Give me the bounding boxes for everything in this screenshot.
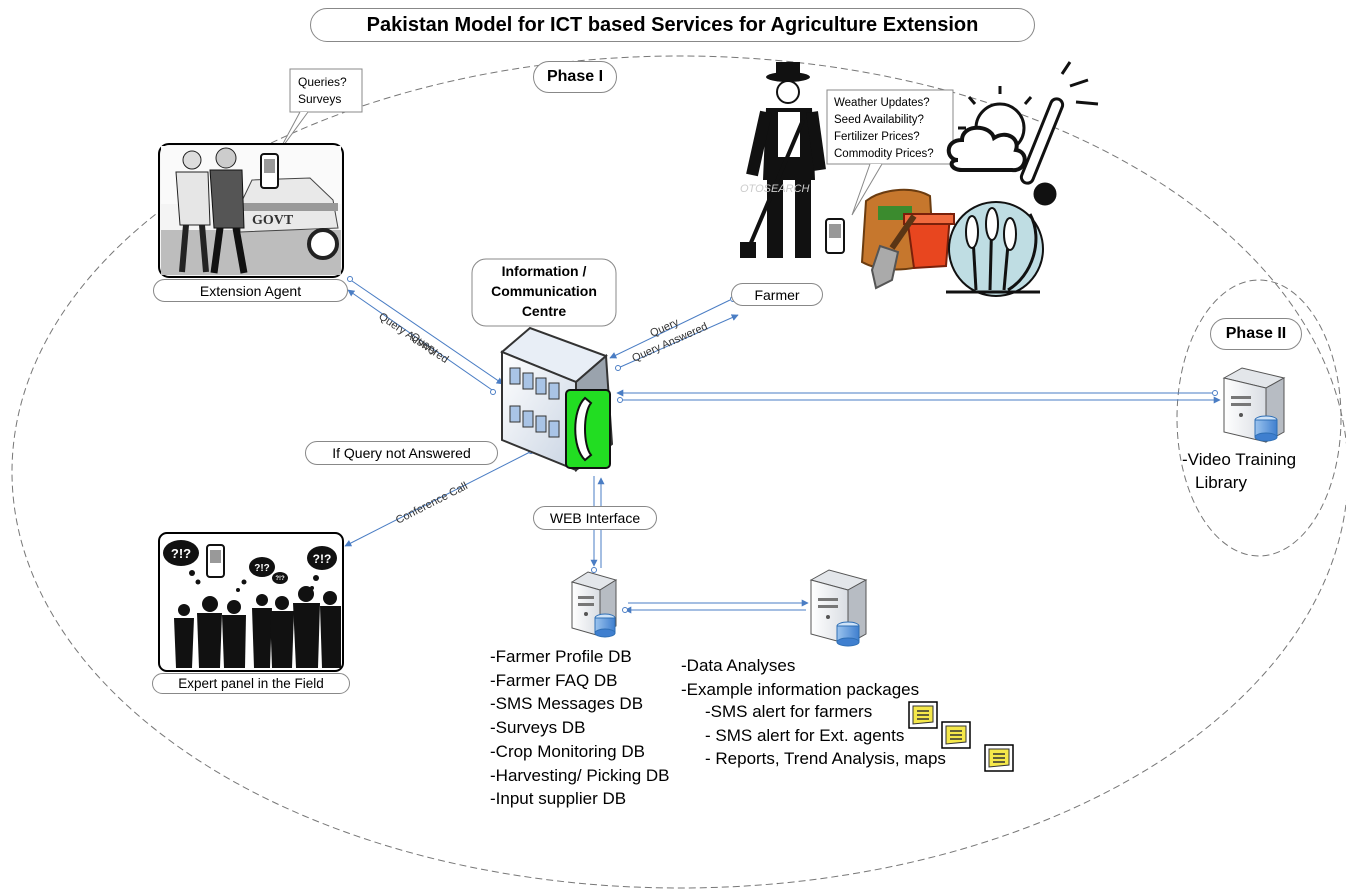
- diagram-title: Pakistan Model for ICT based Services fo…: [310, 8, 1035, 42]
- database-server-icon: [570, 571, 618, 638]
- expert-bubble-4: ?!?: [275, 576, 285, 582]
- seed-question: Seed Availability?: [834, 114, 924, 126]
- phase-1-boundary: [11, 55, 1346, 889]
- package-sms-agents: - SMS alert for Ext. agents: [705, 726, 905, 745]
- centre-label-line-3: Centre: [522, 303, 567, 319]
- package-sms-farmers: -SMS alert for farmers: [705, 702, 873, 721]
- seed-and-fertilizer-icon: [860, 188, 955, 290]
- phase-1-label: Phase I: [533, 61, 617, 93]
- expert-bubble-3: ?!?: [313, 552, 332, 566]
- connector-centre-video-library: [616, 389, 1221, 404]
- fertilizer-question: Fertilizer Prices?: [834, 131, 920, 143]
- expert-panel-image: ?!? ?!? ?!? ?!?: [158, 532, 344, 672]
- farmer-label: Farmer: [731, 283, 823, 306]
- web-interface-label: WEB Interface: [533, 506, 657, 530]
- expert-bubble-1: ?!?: [171, 546, 191, 561]
- communication-centre-building: [500, 326, 614, 472]
- queries-text: Queries?: [298, 75, 347, 89]
- database-list: -Farmer Profile DB -Farmer FAQ DB -SMS M…: [490, 645, 670, 811]
- video-library-line-1: -Video Training: [1182, 450, 1297, 469]
- video-library-line-2: Library: [1195, 473, 1247, 492]
- govt-sign: GOVT: [252, 213, 294, 228]
- db-item-farmer-faq: -Farmer FAQ DB: [490, 670, 618, 690]
- centre-label-line-2: Communication: [491, 283, 597, 299]
- weather-question: Weather Updates?: [834, 97, 930, 109]
- expert-bubble-2: ?!?: [254, 563, 270, 574]
- watermark-text: OTOSEARCH: [740, 183, 810, 195]
- wheat-icon: [946, 201, 1044, 297]
- analysis-item-data-analyses: -Data Analyses: [681, 656, 796, 675]
- label-conference-call: Conference Call: [394, 480, 470, 527]
- db-item-input-supplier: -Input supplier DB: [490, 789, 627, 809]
- commodity-question: Commodity Prices?: [834, 148, 934, 160]
- connector-agent-centre: [347, 276, 504, 395]
- sms-note-icon-agents: [941, 721, 971, 749]
- db-item-farmer-profile: -Farmer Profile DB: [490, 647, 632, 666]
- connector-database-analysis: [622, 599, 809, 614]
- if-query-not-answered-label: If Query not Answered: [305, 441, 498, 465]
- sms-note-icon-reports: [984, 744, 1014, 772]
- db-item-sms-messages: -SMS Messages DB: [490, 694, 644, 714]
- weather-icon: [946, 61, 1099, 206]
- analysis-server-icon: [809, 569, 868, 647]
- label-agent-query-answered: Query Answered: [376, 311, 450, 366]
- video-library-server-icon: [1222, 367, 1286, 443]
- db-item-harvesting: -Harvesting/ Picking DB: [490, 765, 670, 785]
- surveys-text: Surveys: [298, 92, 341, 106]
- analysis-item-info-packages: -Example information packages: [681, 679, 920, 699]
- centre-label-line-1: Information /: [502, 263, 587, 279]
- extension-agent-label: Extension Agent: [153, 279, 348, 302]
- expert-panel-label: Expert panel in the Field: [152, 673, 350, 694]
- sms-note-icon-farmers: [908, 701, 938, 729]
- queries-callout: Queries? Surveys: [277, 68, 363, 154]
- db-item-surveys: -Surveys DB: [490, 718, 586, 738]
- phase-2-boundary: [1176, 279, 1342, 557]
- package-reports: - Reports, Trend Analysis, maps: [705, 749, 946, 768]
- analysis-list: -Data Analyses -Example information pack…: [681, 654, 919, 701]
- farmer-questions-callout: Weather Updates? Seed Availability? Fert…: [826, 89, 954, 216]
- phase-2-label: Phase II: [1210, 318, 1302, 350]
- extension-agent-image: GOVT: [158, 143, 344, 278]
- farmer-figure: OTOSEARCH: [740, 62, 845, 258]
- centre-label-box: [471, 258, 617, 327]
- db-item-crop-monitoring: -Crop Monitoring DB: [490, 741, 645, 761]
